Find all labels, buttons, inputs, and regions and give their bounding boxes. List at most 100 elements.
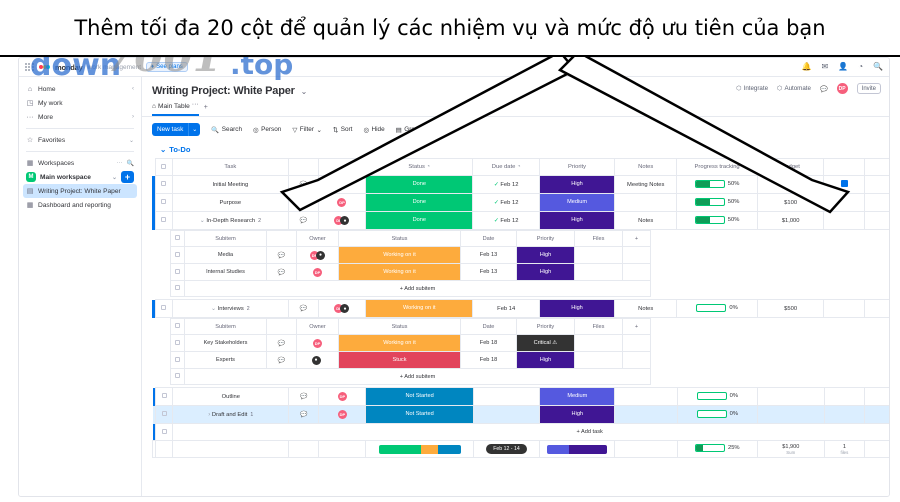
notes-cell[interactable]	[614, 405, 678, 424]
budget-cell[interactable]: $500	[756, 299, 825, 318]
due-date-cell[interactable]: ✓ Feb 12	[472, 193, 540, 212]
chat-cell[interactable]: 💬	[287, 193, 319, 212]
add-row-label[interactable]: + Add subitem	[184, 280, 651, 297]
column-timeline[interactable]: Timeline ◔	[864, 158, 889, 176]
column-sub-date[interactable]: Date	[460, 230, 517, 247]
timeline-cell[interactable]	[864, 387, 889, 406]
row-checkbox[interactable]	[154, 299, 173, 318]
add-tab-button[interactable]: +	[203, 103, 208, 111]
sidebar-item-home[interactable]: ⌂ Home ‹	[19, 82, 141, 96]
expand-subitems-icon[interactable]: ›	[208, 411, 211, 418]
chat-cell[interactable]: 💬	[287, 175, 319, 194]
progress-cell[interactable]: 0%	[676, 387, 759, 406]
bell-icon[interactable]: 🔔	[801, 62, 812, 71]
subitem-select-all[interactable]	[170, 318, 185, 335]
row-checkbox[interactable]	[154, 193, 173, 212]
add-column-button[interactable]: +	[622, 318, 651, 335]
status-cell[interactable]: Stuck	[338, 351, 461, 369]
column-progress[interactable]: Progress tracking	[676, 158, 758, 176]
files-cell[interactable]	[574, 334, 623, 352]
priority-cell[interactable]: High	[538, 299, 616, 318]
status-cell[interactable]: Working on it	[338, 246, 461, 264]
group-by-button[interactable]: ▤ Group by	[396, 126, 431, 134]
priority-cell[interactable]: High	[539, 405, 616, 424]
add-task-label[interactable]: + Add task	[172, 423, 889, 441]
toolbar-more-button[interactable]: ···	[441, 126, 448, 133]
progress-cell[interactable]: 50%	[676, 193, 758, 212]
filter-button[interactable]: ▽ Filter ⌄	[292, 126, 321, 134]
files-cell[interactable]	[574, 246, 623, 264]
notes-cell[interactable]: Notes	[614, 299, 678, 318]
files-cell[interactable]	[823, 387, 866, 406]
owner-cell[interactable]: DP	[296, 263, 339, 281]
files-cell[interactable]	[823, 193, 866, 212]
integrate-button[interactable]: ⬡ Integrate	[736, 85, 768, 92]
progress-cell[interactable]: 50%	[676, 211, 758, 230]
owner-avatar[interactable]: DP	[337, 180, 347, 189]
status-cell[interactable]: Working on it	[338, 334, 461, 352]
add-column-cell[interactable]	[622, 263, 651, 281]
owner-cell[interactable]: DP	[318, 405, 367, 424]
see-plans-button[interactable]: ♦ See plans	[146, 62, 188, 72]
owner-cell[interactable]: DP	[318, 387, 367, 406]
chevron-down-icon[interactable]: ⌄	[111, 174, 117, 181]
add-column-button[interactable]: +	[622, 230, 651, 247]
status-cell[interactable]: Not Started	[365, 405, 474, 424]
subitem-select-all[interactable]	[170, 230, 185, 247]
owner-cell[interactable]: DP	[317, 175, 367, 194]
subitem-name[interactable]: Key Stakeholders	[184, 334, 267, 352]
tab-main-table[interactable]: ⌂ Main Table ···	[152, 101, 199, 116]
row-checkbox[interactable]	[155, 387, 174, 406]
workspace-more-icon[interactable]: ···	[116, 160, 123, 166]
status-cell[interactable]: Done	[365, 193, 474, 212]
column-priority[interactable]: Priority	[538, 158, 616, 176]
chat-cell[interactable]: 💬	[288, 405, 320, 424]
row-checkbox[interactable]	[170, 351, 185, 369]
new-task-button[interactable]: New task ⌄	[152, 123, 201, 136]
row-checkbox[interactable]	[154, 175, 173, 194]
owner-avatar[interactable]: DP	[334, 216, 344, 225]
owner-cell[interactable]: DP●	[296, 246, 339, 264]
status-cell[interactable]: Done	[365, 175, 474, 194]
sidebar-item-workspaces[interactable]: ▦ Workspaces ··· 🔍	[19, 156, 141, 170]
sort-button[interactable]: ⇅ Sort	[333, 126, 353, 134]
date-cell[interactable]: Feb 18	[460, 334, 517, 352]
row-checkbox[interactable]	[155, 405, 174, 424]
chat-cell[interactable]: 💬	[287, 211, 319, 230]
column-due-date[interactable]: Due date ◔	[472, 158, 540, 176]
due-date-cell[interactable]	[472, 387, 541, 406]
column-sub-priority[interactable]: Priority	[516, 318, 575, 335]
column-sub-owner[interactable]: Owner	[296, 230, 339, 247]
budget-cell[interactable]: $100	[756, 193, 825, 212]
owner-avatar-secondary[interactable]: ●	[340, 304, 350, 313]
add-task-row[interactable]: + Add task	[152, 423, 889, 441]
status-cell[interactable]: Done	[365, 211, 474, 230]
files-cell[interactable]	[823, 405, 866, 424]
owner-avatar[interactable]: DP	[313, 338, 322, 348]
priority-cell[interactable]: High	[538, 175, 616, 194]
chat-cell[interactable]: 💬	[266, 263, 297, 281]
invite-button[interactable]: Invite	[856, 83, 881, 94]
notes-cell[interactable]: Notes	[614, 211, 678, 230]
date-cell[interactable]: Feb 13	[460, 263, 517, 281]
add-column-cell[interactable]	[622, 246, 651, 264]
add-column-cell[interactable]	[622, 351, 651, 369]
row-checkbox[interactable]	[170, 334, 185, 352]
chat-cell[interactable]: 💬	[287, 299, 319, 318]
group-header-todo[interactable]: ⌄ To-Do	[152, 142, 889, 158]
inbox-icon[interactable]: ✉	[821, 62, 829, 71]
files-cell[interactable]	[823, 175, 866, 194]
progress-cell[interactable]: 0%	[676, 405, 759, 424]
files-cell[interactable]	[574, 351, 623, 369]
date-cell[interactable]: Feb 13	[460, 246, 517, 264]
timeline-cell[interactable]: ✓ Feb 13 - 14	[864, 211, 889, 230]
priority-cell[interactable]: High	[516, 351, 575, 369]
add-row-label[interactable]: + Add subitem	[184, 368, 651, 385]
progress-cell[interactable]: 0%	[676, 299, 758, 318]
priority-cell[interactable]: High	[516, 246, 575, 264]
